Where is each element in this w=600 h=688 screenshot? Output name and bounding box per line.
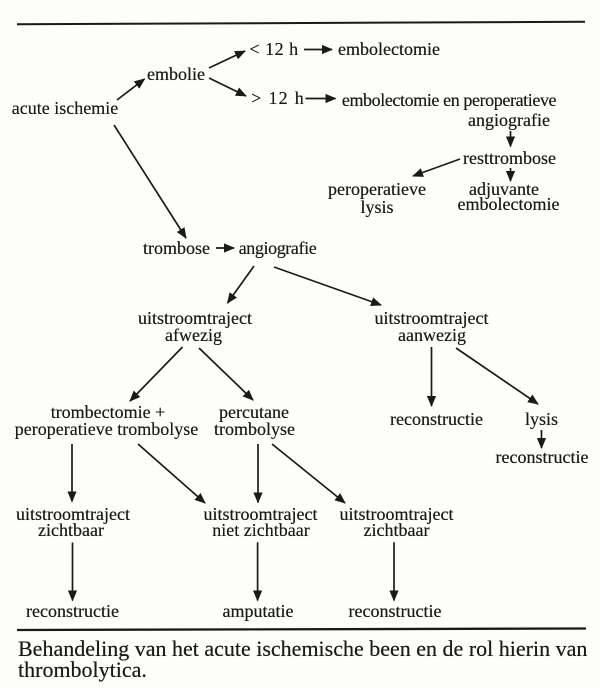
- node-trombectomie-line1: trombectomie +: [50, 402, 166, 422]
- node-peroperatieve-lysis-line1: peroperatieve: [328, 179, 426, 200]
- node-trombose: trombose: [143, 238, 210, 259]
- node-reconstructie-links: reconstructie: [26, 601, 119, 621]
- node-resttrombose: resttrombose: [463, 147, 556, 168]
- node-uitstroom-niet-zichtbaar-line1: uitstroomtraject: [203, 503, 318, 524]
- arrow-percutane-to-zichtbaar-rechts: [271, 443, 346, 504]
- node-embolectomie-peroperatieve-line2: angiografie: [468, 110, 550, 130]
- node-reconstructie-na-lysis: reconstructie: [495, 446, 589, 467]
- node-angiografie: angiografie: [238, 238, 317, 259]
- top-rule: [16, 20, 586, 26]
- arrow-angiografie-to-uitstroomtraject-aanwezig: [273, 266, 382, 306]
- node-reconstructie-rechts: reconstructie: [348, 601, 442, 621]
- arrow-acute-ischemie-to-embolie: [116, 78, 146, 101]
- node-uitstroomtraject-aanwezig-line1: uitstroomtraject: [374, 307, 489, 328]
- node-uitstroom-zichtbaar-links-line1: uitstroomtraject: [16, 503, 130, 524]
- node-under-12h: < 12 h: [249, 39, 299, 59]
- node-embolectomie-peroperatieve-line1: embolectomie en peroperatieve: [341, 90, 557, 110]
- node-over-12h: > 12 h: [251, 88, 305, 108]
- arrow-acute-ischemie-to-trombose: [113, 124, 187, 239]
- node-peroperatieve-lysis-line2: lysis: [360, 196, 394, 217]
- arrow-trombectomie-to-niet-zichtbaar: [137, 443, 206, 504]
- node-uitstroomtraject-afwezig-line2: afwezig: [165, 324, 222, 345]
- arrow-afwezig-to-percutane: [198, 347, 254, 401]
- node-uitstroom-zichtbaar-links-line2: zichtbaar: [38, 520, 104, 540]
- node-uitstroom-zichtbaar-rechts-line1: uitstroomtraject: [339, 503, 454, 524]
- arrow-angiografie-to-uitstroomtraject-afwezig: [226, 265, 255, 304]
- arrow-aanwezig-to-lysis: [455, 347, 539, 405]
- figure-caption: Behandeling van het acute ischemische be…: [18, 635, 588, 682]
- arrow-embolie-to-under-12h: [208, 50, 246, 69]
- node-reconstructie-aanwezig: reconstructie: [390, 408, 483, 429]
- arrow-afwezig-to-trombectomie: [129, 346, 184, 402]
- node-uitstroomtraject-aanwezig-line2: aanwezig: [398, 324, 466, 345]
- node-embolie: embolie: [147, 63, 205, 84]
- node-embolectomie-top: embolectomie: [338, 38, 440, 59]
- node-adjuvante-embolectomie-line1: adjuvante: [469, 179, 539, 200]
- node-adjuvante-embolectomie-line2: embolectomie: [457, 194, 560, 214]
- node-uitstroom-zichtbaar-rechts-line2: zichtbaar: [363, 520, 430, 540]
- arrow-resttrombose-to-peroperatieve-lysis: [412, 158, 461, 177]
- node-uitstroom-niet-zichtbaar-line2: niet zichtbaar: [212, 520, 310, 540]
- node-percutane-line2: trombolyse: [214, 419, 295, 439]
- node-amputatie: amputatie: [222, 601, 294, 621]
- node-lysis: lysis: [524, 409, 559, 429]
- bottom-rule: [16, 627, 587, 632]
- node-percutane-line1: percutane: [219, 402, 289, 422]
- node-uitstroomtraject-afwezig-line1: uitstroomtraject: [138, 307, 252, 328]
- node-trombectomie-line2: peroperatieve trombolyse: [14, 419, 199, 439]
- arrow-embolie-to-over-12h: [208, 77, 247, 97]
- node-acute-ischemie: acute ischemie: [11, 98, 119, 118]
